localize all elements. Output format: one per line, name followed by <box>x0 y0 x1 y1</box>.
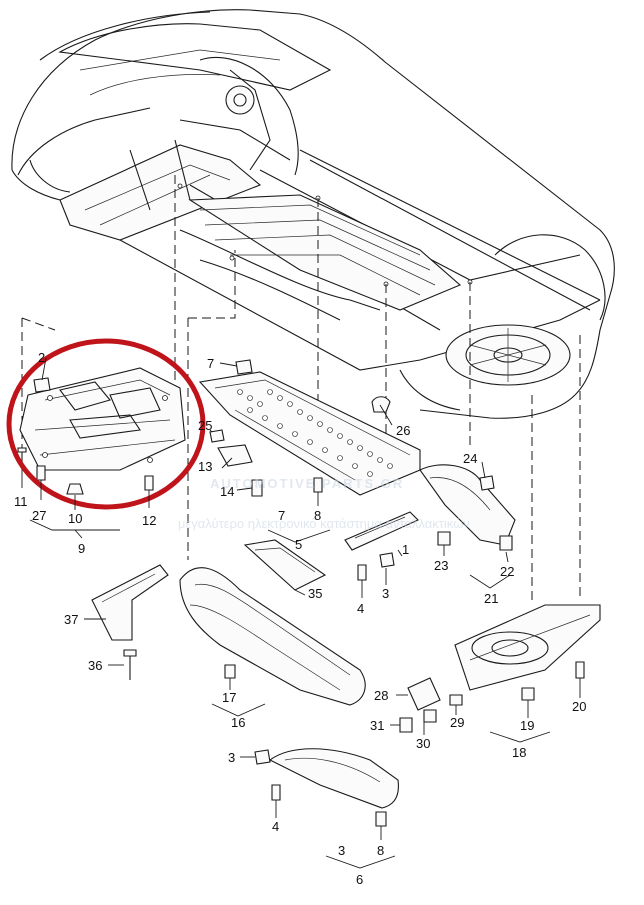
callout-5: 5 <box>295 537 302 552</box>
watermark-subtitle: μεγαλύτερο ηλεκτρονικό κατάστημα ανταλλα… <box>178 516 470 531</box>
rear-underfloor-panel-18 <box>454 604 601 701</box>
watermark-title: AUTOMOTIVE PARTS.GR <box>210 476 404 491</box>
callout-8-bottom: 8 <box>377 843 384 858</box>
callout-29: 29 <box>450 715 464 730</box>
callout-19: 19 <box>520 718 534 733</box>
callout-7-top: 7 <box>207 356 214 371</box>
callout-26: 26 <box>396 423 410 438</box>
vehicle-underbody <box>11 9 615 419</box>
callout-23: 23 <box>434 558 448 573</box>
callout-25: 25 <box>198 418 212 433</box>
watermark: AUTOMOTIVE PARTS.GR μεγαλύτερο ηλεκτρονι… <box>178 476 470 531</box>
callout-18: 18 <box>512 745 526 760</box>
callout-31: 31 <box>370 718 384 733</box>
tunnel-heat-shield-16 <box>179 567 366 706</box>
callout-16: 16 <box>231 715 245 730</box>
callout-35: 35 <box>308 586 322 601</box>
callout-2: 2 <box>38 350 45 365</box>
callout-20: 20 <box>572 699 586 714</box>
callout-24: 24 <box>463 451 477 466</box>
callout-3-lower: 3 <box>228 750 235 765</box>
leader-lines <box>21 357 581 869</box>
callout-3-bottom: 3 <box>338 843 345 858</box>
bracket-13 <box>209 429 263 497</box>
callout-27: 27 <box>32 508 46 523</box>
callout-6: 6 <box>356 872 363 887</box>
engine-undershield <box>17 367 186 495</box>
clip-26 <box>371 396 391 413</box>
callout-9: 9 <box>78 541 85 556</box>
heat-shield-35 <box>243 539 327 591</box>
callout-17: 17 <box>222 690 236 705</box>
callout-22: 22 <box>500 564 514 579</box>
callout-7-bottom: 7 <box>278 508 285 523</box>
callout-37: 37 <box>64 612 78 627</box>
heat-shield-6 <box>254 748 399 827</box>
callout-13: 13 <box>198 459 212 474</box>
callout-1: 1 <box>402 542 409 557</box>
callout-labels: 2 11 27 10 12 9 7 25 13 14 7 8 5 26 24 1… <box>14 350 586 887</box>
callout-21: 21 <box>484 591 498 606</box>
projection-lines <box>21 175 581 600</box>
center-underfloor-panel <box>198 359 421 496</box>
callout-11: 11 <box>14 494 28 509</box>
callout-4-mid: 4 <box>357 601 364 616</box>
callout-36: 36 <box>88 658 102 673</box>
callout-12: 12 <box>142 513 156 528</box>
callout-4-lower: 4 <box>272 819 279 834</box>
callout-3-mid: 3 <box>382 586 389 601</box>
highlight-circle <box>6 338 206 510</box>
bracket-1 <box>344 511 419 581</box>
callout-10: 10 <box>68 511 82 526</box>
callout-30: 30 <box>416 736 430 751</box>
bracket-28 <box>399 677 463 733</box>
heat-shield-21 <box>419 464 516 551</box>
callout-14: 14 <box>220 484 234 499</box>
callout-28: 28 <box>374 688 388 703</box>
bracket-37 <box>91 564 169 680</box>
callout-8-top: 8 <box>314 508 321 523</box>
